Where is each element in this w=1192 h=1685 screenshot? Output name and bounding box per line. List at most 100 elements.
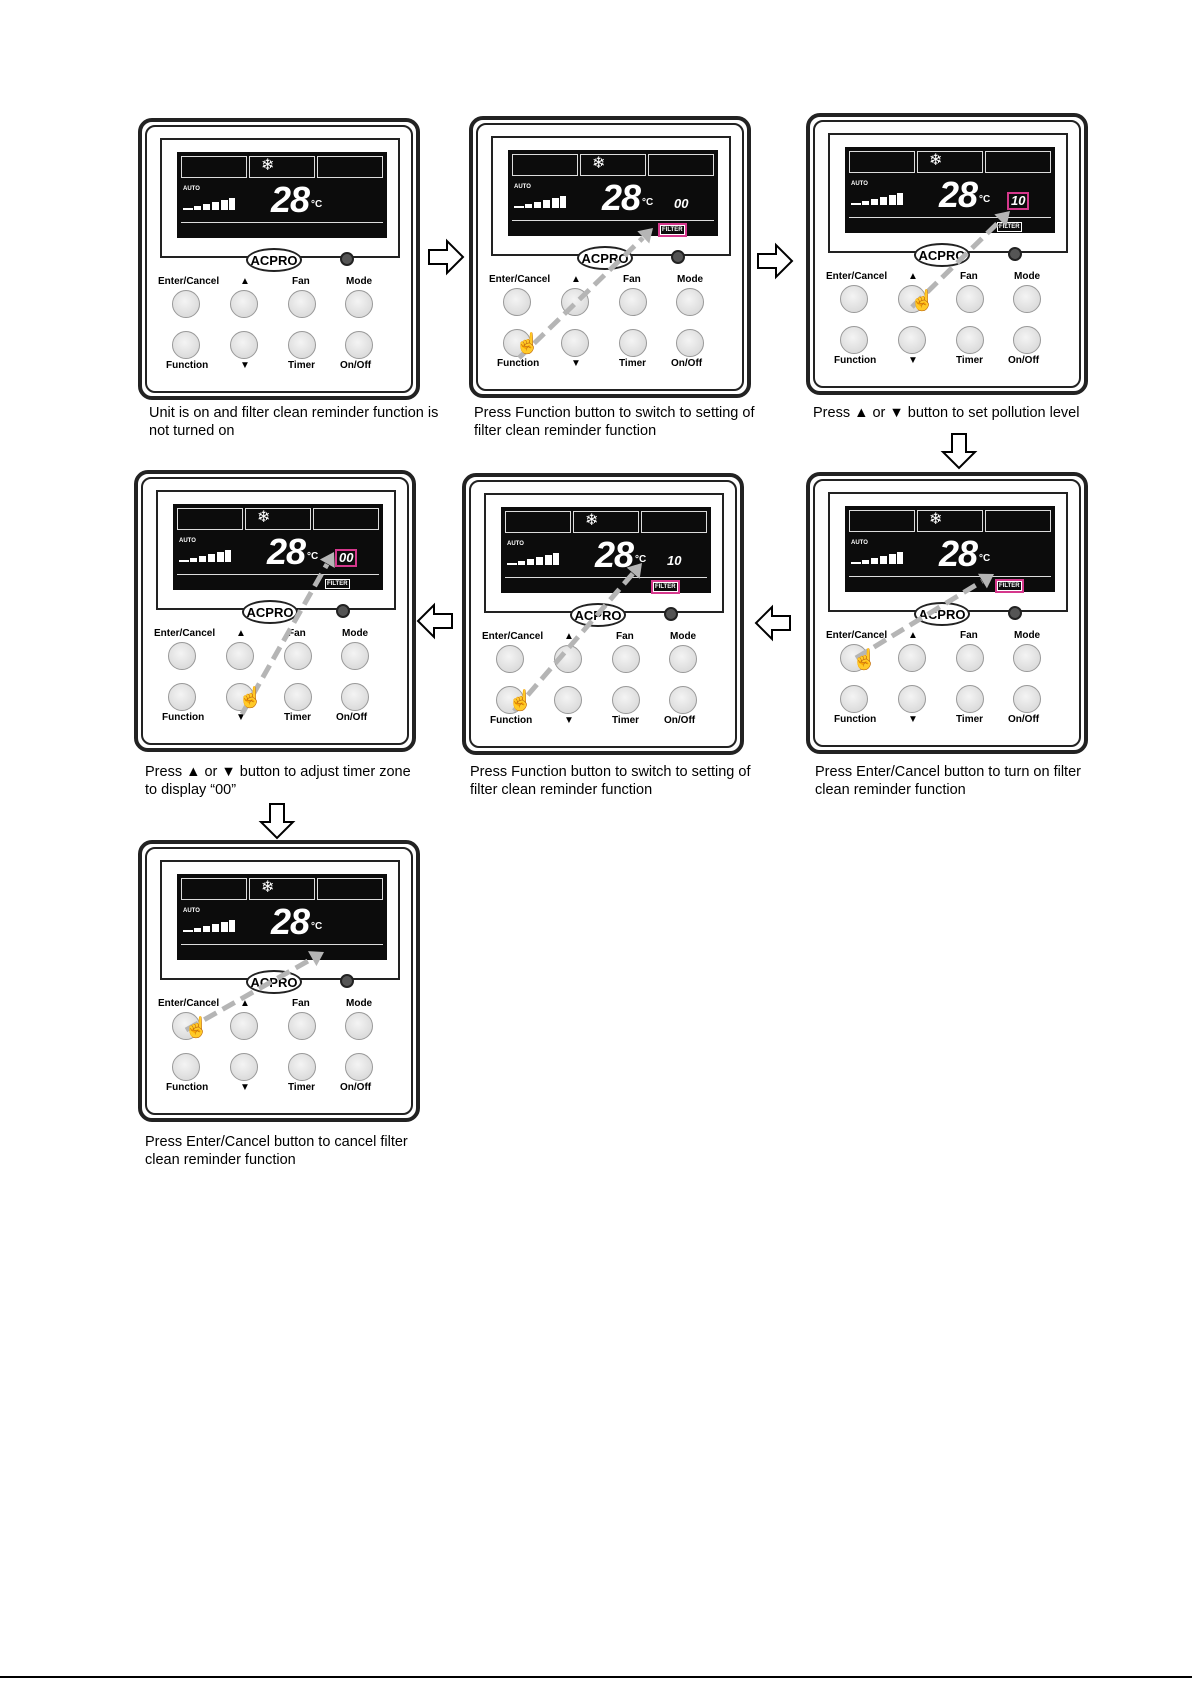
enter-cancel-button[interactable]	[168, 642, 196, 670]
on-off-label: On/Off	[336, 712, 368, 723]
timer-button[interactable]	[288, 1053, 316, 1081]
lcd-divider	[181, 944, 383, 945]
temperature-unit: °C	[635, 554, 647, 565]
down-button[interactable]	[898, 685, 926, 713]
up-label: ▲	[240, 276, 250, 287]
function-button[interactable]	[168, 683, 196, 711]
temperature-readout: 28	[267, 531, 306, 572]
fan-button[interactable]	[619, 288, 647, 316]
enter-cancel-button[interactable]	[172, 290, 200, 318]
function-label: Function	[834, 714, 877, 725]
mode-button[interactable]	[1013, 285, 1041, 313]
lcd-segment	[580, 154, 646, 176]
enter-cancel-label: Enter/Cancel	[158, 998, 220, 1009]
lcd-segment	[177, 508, 243, 530]
up-button[interactable]	[230, 1012, 258, 1040]
mode-label: Mode	[346, 276, 373, 287]
function-label: Function	[162, 712, 205, 723]
mode-button[interactable]	[345, 290, 373, 318]
on-off-button[interactable]	[1013, 326, 1041, 354]
fan-button[interactable]	[288, 1012, 316, 1040]
enter-cancel-label: Enter/Cancel	[154, 628, 216, 639]
on-off-button[interactable]	[341, 683, 369, 711]
on-off-button[interactable]	[345, 331, 373, 359]
hand-pointer-icon: ☝	[515, 333, 540, 355]
brand-logo: ACPRO	[246, 248, 302, 272]
on-off-button[interactable]	[345, 1053, 373, 1081]
fan-button[interactable]	[956, 644, 984, 672]
remote-controller-step-5: ❄ AUTO 28 °C 10 FILTER ACPRO Enter/Cance…	[462, 473, 744, 755]
brand-logo: ACPRO	[242, 600, 298, 624]
temperature-unit: °C	[311, 921, 323, 932]
up-button[interactable]	[554, 645, 582, 673]
on-off-label: On/Off	[340, 360, 372, 371]
mode-label: Mode	[342, 628, 369, 639]
fan-label: Fan	[616, 631, 634, 642]
enter-cancel-button[interactable]	[840, 285, 868, 313]
lcd-divider	[177, 574, 379, 575]
fan-button[interactable]	[288, 290, 316, 318]
timer-button[interactable]	[288, 331, 316, 359]
filter-indicator: FILTER	[995, 579, 1024, 593]
brand-logo: ACPRO	[246, 970, 302, 994]
on-off-button[interactable]	[669, 686, 697, 714]
down-button[interactable]	[561, 329, 589, 357]
fan-mode-text: AUTO	[851, 540, 868, 546]
mode-button[interactable]	[669, 645, 697, 673]
fan-speed-bars-icon	[851, 193, 903, 205]
timer-label: Timer	[619, 358, 647, 369]
lcd-segment	[985, 510, 1051, 532]
remote-controller-step-7: ❄ AUTO 28 °C ACPRO Enter/Cancel ▲	[138, 840, 420, 1122]
mode-button[interactable]	[341, 642, 369, 670]
up-button[interactable]	[230, 290, 258, 318]
hand-pointer-icon: ☝	[508, 690, 533, 712]
up-button[interactable]	[226, 642, 254, 670]
fan-button[interactable]	[956, 285, 984, 313]
timer-button[interactable]	[956, 326, 984, 354]
lcd-segment	[181, 156, 247, 178]
up-label: ▲	[908, 630, 918, 641]
temperature-unit: °C	[311, 199, 323, 210]
mode-label: Mode	[1014, 271, 1041, 282]
fan-label: Fan	[623, 274, 641, 285]
hand-pointer-icon: ☝	[910, 290, 935, 312]
timer-button[interactable]	[612, 686, 640, 714]
on-off-button[interactable]	[676, 329, 704, 357]
lcd-display: ❄ AUTO 28 °C 00 FILTER	[508, 150, 718, 237]
timer-zone-readout: 00	[674, 196, 689, 211]
filter-indicator: FILTER	[658, 223, 687, 237]
mode-button[interactable]	[676, 288, 704, 316]
hand-pointer-icon: ☝	[852, 649, 877, 671]
function-button[interactable]	[172, 1053, 200, 1081]
timer-button[interactable]	[284, 683, 312, 711]
display-bezel: ❄ AUTO 28 °C 00 FILTER	[491, 136, 731, 256]
function-button[interactable]	[840, 685, 868, 713]
down-button[interactable]	[230, 331, 258, 359]
timer-zone-readout: 10	[1006, 192, 1030, 210]
brand-logo: ACPRO	[577, 246, 633, 270]
down-button[interactable]	[898, 326, 926, 354]
on-off-button[interactable]	[1013, 685, 1041, 713]
timer-button[interactable]	[619, 329, 647, 357]
up-label: ▲	[564, 631, 574, 642]
down-button[interactable]	[230, 1053, 258, 1081]
function-button[interactable]	[840, 326, 868, 354]
enter-cancel-button[interactable]	[496, 645, 524, 673]
on-off-label: On/Off	[1008, 355, 1040, 366]
mode-button[interactable]	[1013, 644, 1041, 672]
down-label: ▼	[571, 358, 581, 369]
up-button[interactable]	[561, 288, 589, 316]
snowflake-icon: ❄	[261, 879, 275, 896]
fan-mode-text: AUTO	[507, 541, 524, 547]
timer-zone-readout: 10	[667, 553, 682, 568]
lcd-segment	[648, 154, 714, 176]
fan-button[interactable]	[284, 642, 312, 670]
function-button[interactable]	[172, 331, 200, 359]
mode-button[interactable]	[345, 1012, 373, 1040]
timer-button[interactable]	[956, 685, 984, 713]
fan-button[interactable]	[612, 645, 640, 673]
down-button[interactable]	[554, 686, 582, 714]
lcd-segment	[317, 878, 383, 900]
enter-cancel-button[interactable]	[503, 288, 531, 316]
up-button[interactable]	[898, 644, 926, 672]
